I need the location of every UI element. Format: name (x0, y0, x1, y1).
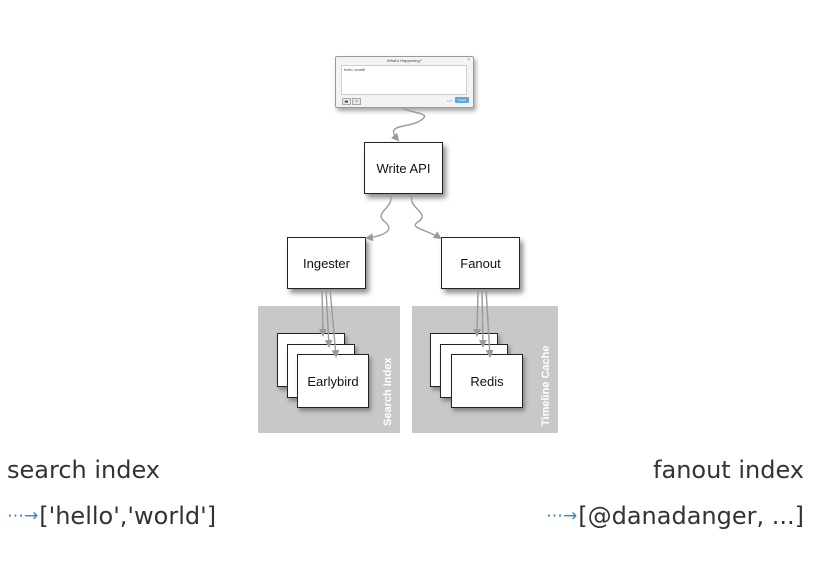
redis-node: Redis (451, 354, 523, 408)
fanout-node: Fanout (441, 237, 520, 289)
ingester-node: Ingester (287, 237, 366, 289)
write-to-fanout-arrow (410, 193, 442, 240)
write-api-node: Write API (364, 142, 443, 194)
location-icon[interactable]: ⊙ (352, 98, 361, 105)
search-terms: ['hello','world'] (39, 502, 217, 530)
camera-icon[interactable]: 📷 (342, 98, 351, 105)
dotted-arrow-icon: ⋯→ (546, 506, 578, 526)
dialog-title: What's Happening? (387, 58, 422, 63)
close-icon[interactable]: × (467, 57, 470, 63)
write-to-ingester-arrow (365, 193, 392, 242)
search-index-label: Search Index (382, 357, 394, 426)
tweet-textarea[interactable]: hello, world! (341, 65, 467, 95)
fanout-terms-line: ⋯→[@danadanger, ...] (546, 502, 804, 530)
earlybird-node: Earlybird (297, 354, 369, 408)
timeline-cache-label: Timeline Cache (540, 345, 552, 427)
search-index-caption: search index (7, 456, 161, 484)
char-count: 127 (447, 99, 453, 103)
search-terms-line: ⋯→['hello','world'] (7, 502, 216, 530)
fanout-terms: [@danadanger, ...] (578, 502, 804, 530)
fanout-index-caption: fanout index (653, 456, 804, 484)
dialog-to-write-arrow (391, 107, 426, 142)
dotted-arrow-icon: ⋯→ (7, 506, 39, 526)
tweet-button[interactable]: Tweet (455, 97, 469, 103)
tweet-dialog: What's Happening? × hello, world! 📷 ⊙ 12… (335, 56, 474, 108)
